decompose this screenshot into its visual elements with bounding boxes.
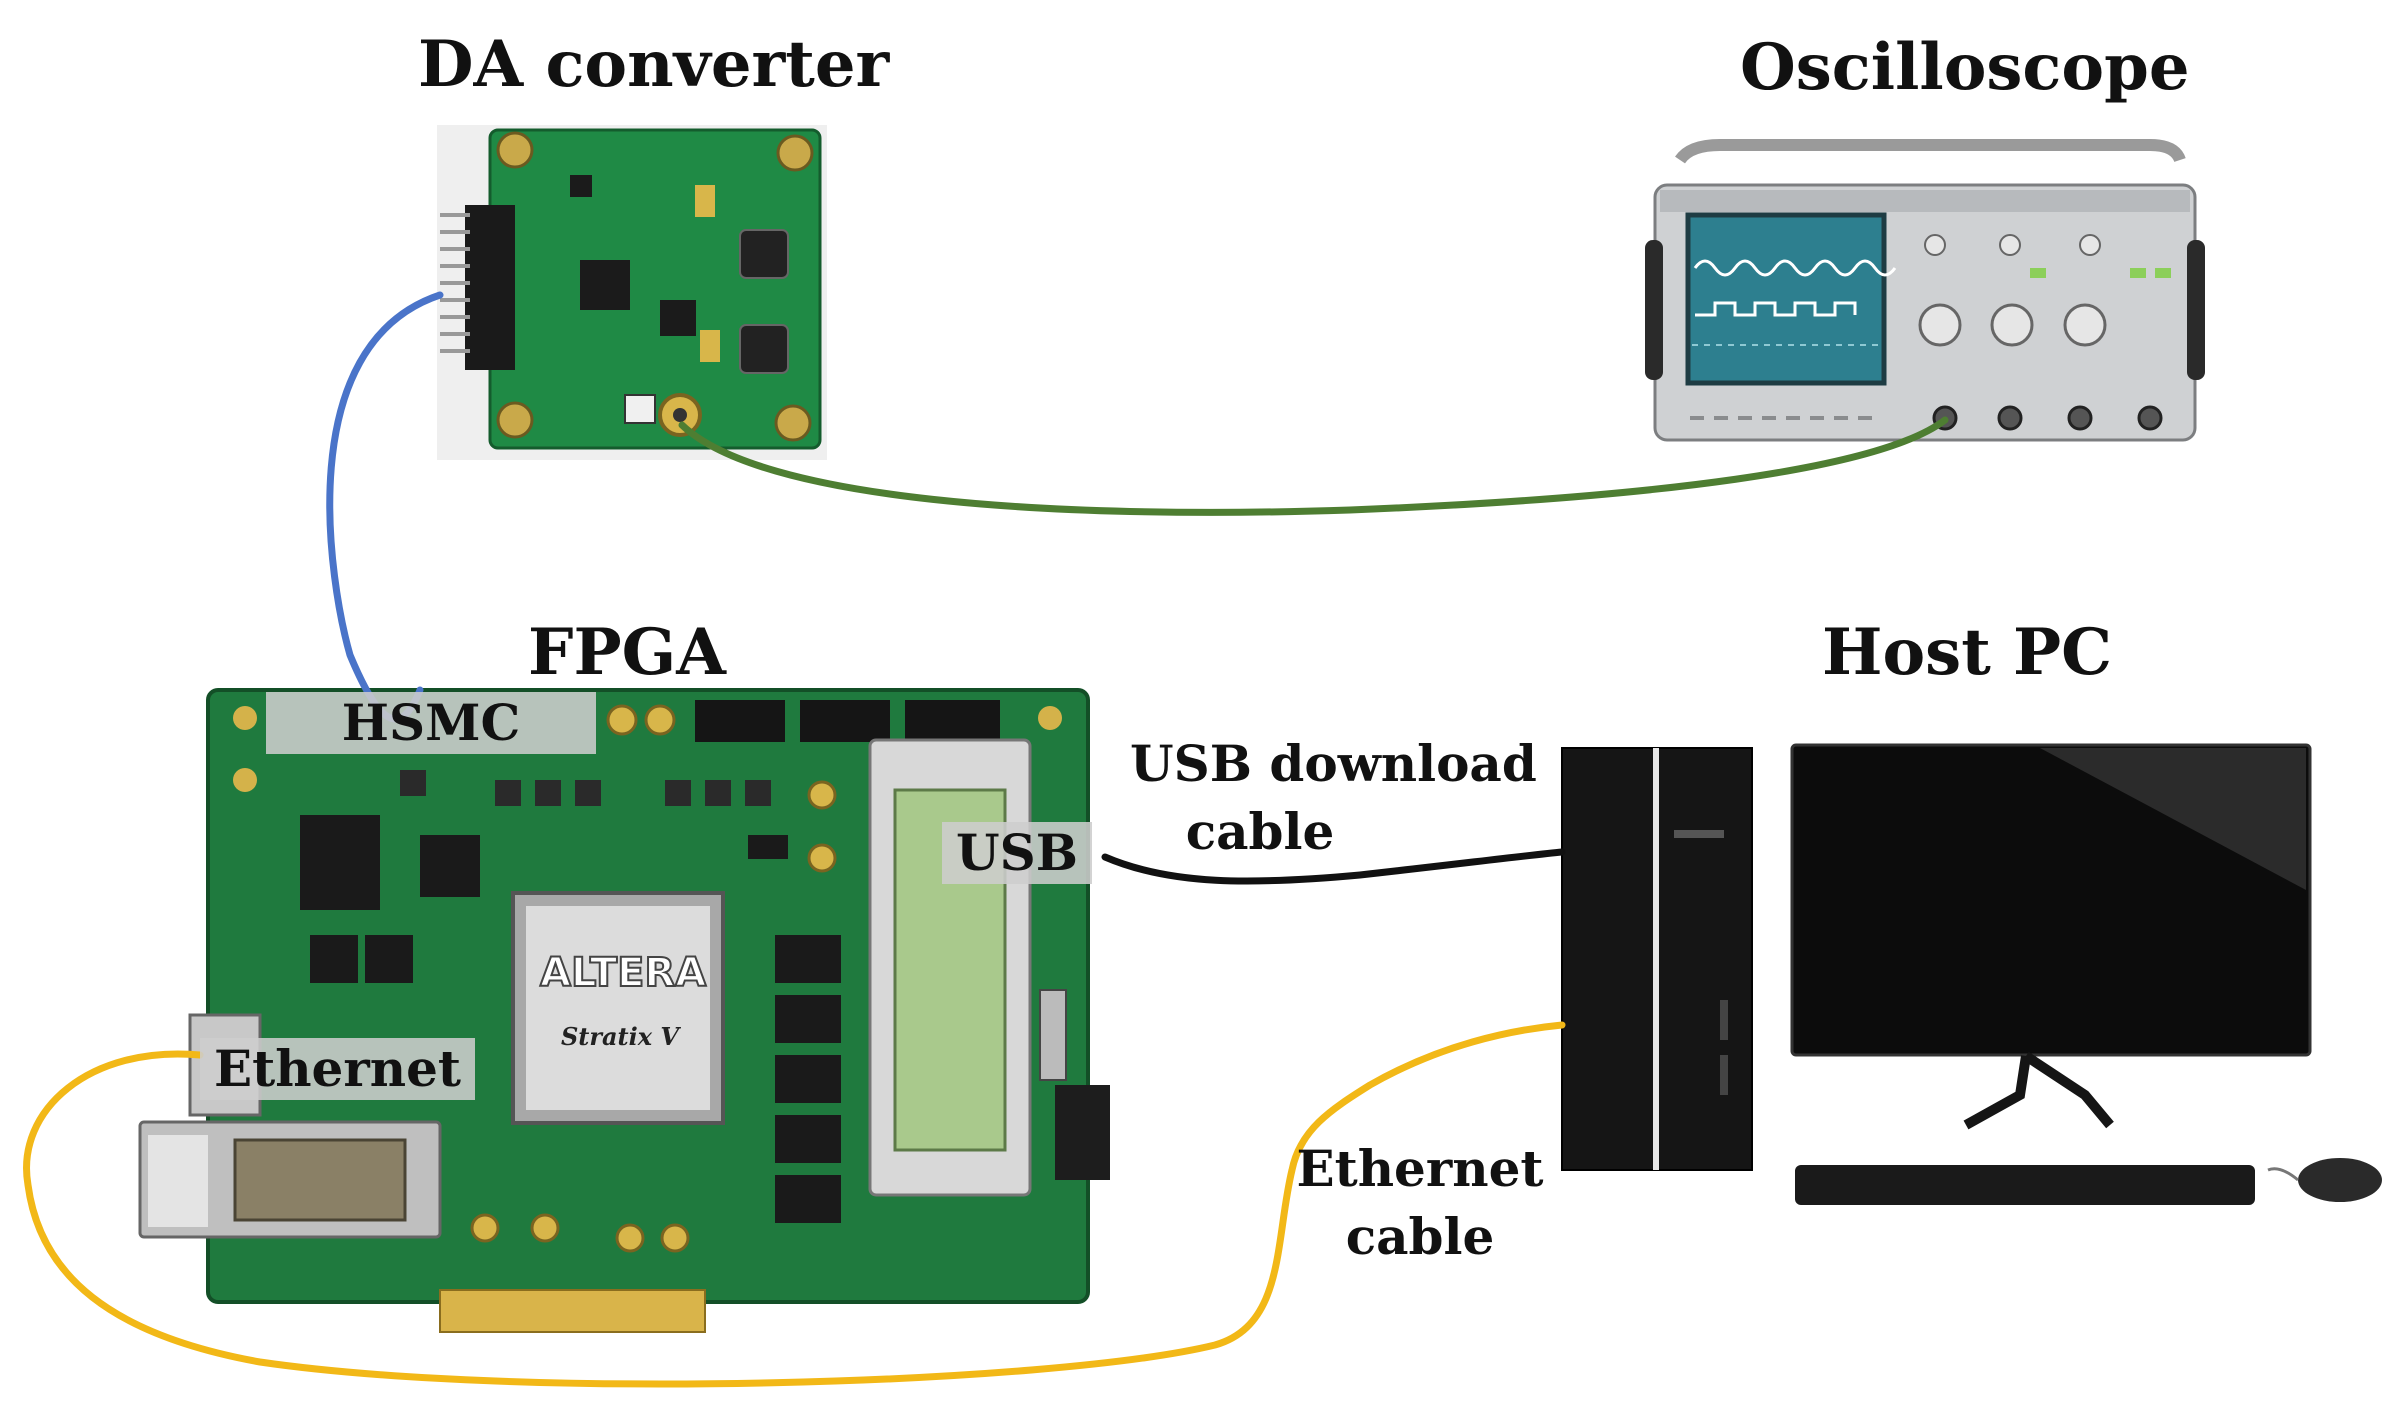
title-fpga: FPGA [528, 615, 726, 690]
chip-family: Stratix V [560, 1022, 680, 1051]
usb-cable-label-line1: USB download [1130, 734, 1537, 793]
chip-brand: ALTERA [539, 949, 707, 997]
oscilloscope [1645, 139, 2205, 442]
fpga-board [138, 688, 1110, 1333]
usb-cable-label: USB download cable [1130, 730, 1537, 866]
ethernet-port-label: Ethernet [200, 1038, 475, 1100]
scope-cable [678, 416, 1949, 516]
usb-cable [1101, 848, 1566, 885]
ethernet-cable-label-line1: Ethernet [1296, 1139, 1544, 1198]
ethernet-cable-label: Ethernet cable [1295, 1135, 1545, 1271]
ethernet-cable-label-line2: cable [1345, 1207, 1495, 1266]
hsmc-cable [326, 291, 444, 723]
host-pc [1561, 743, 2382, 1205]
usb-port-label: USB [942, 822, 1092, 884]
title-host-pc: Host PC [1822, 615, 2113, 690]
da-header-pins [440, 205, 515, 370]
title-oscilloscope: Oscilloscope [1740, 30, 2190, 105]
ethernet-cable [23, 1021, 1566, 1388]
title-da-converter: DA converter [418, 27, 890, 102]
hsmc-port-label: HSMC [266, 692, 596, 754]
da-converter-board [437, 125, 827, 460]
usb-cable-label-line2: cable [1185, 802, 1335, 861]
